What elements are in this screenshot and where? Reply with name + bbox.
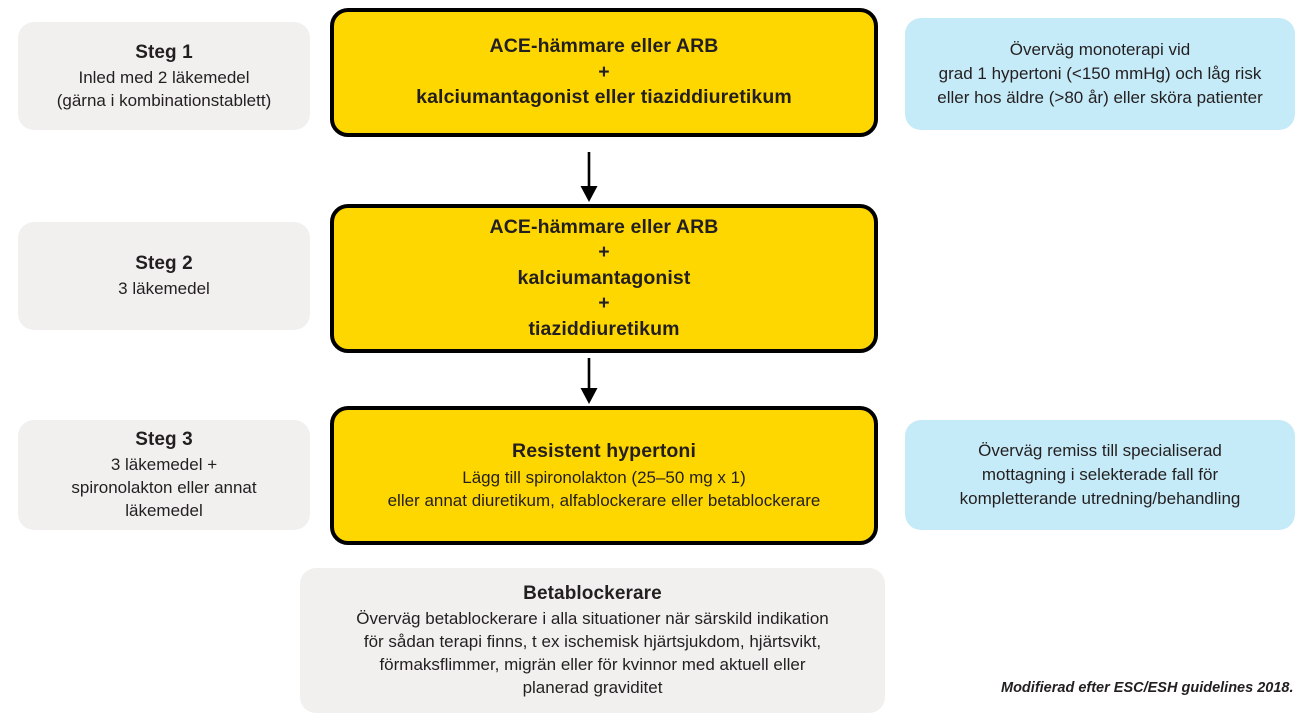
betablockerare-line-4: planerad graviditet — [522, 677, 663, 697]
note-2-line-3: kompletterande utredning/behandling — [959, 489, 1241, 509]
step-1-desc-line-1: Inled med 2 läkemedel — [78, 67, 250, 87]
treatment-1-line-2: + — [598, 60, 610, 83]
source-attribution: Modifierad efter ESC/ESH guidelines 2018… — [1001, 680, 1294, 696]
treatment-2-line-2: + — [598, 241, 610, 264]
note-1-line-3: eller hos äldre (>80 år) eller sköra pat… — [937, 88, 1263, 108]
treatment-2-line-5: tiaziddiuretikum — [528, 317, 680, 340]
down-arrow-icon — [570, 152, 610, 204]
treatment-1-card: ACE-hämmare eller ARB + kalciumantagonis… — [330, 8, 878, 137]
treatment-2-line-4: + — [598, 292, 610, 315]
betablockerare-line-2: för sådan terapi finns, t ex ischemisk h… — [363, 632, 822, 652]
treatment-2-card: ACE-hämmare eller ARB + kalciumantagonis… — [330, 204, 878, 353]
betablockerare-line-3: förmaksflimmer, migrän eller för kvinnor… — [379, 655, 806, 675]
treatment-1-line-3: kalciumantagonist eller tiaziddiuretikum — [416, 86, 792, 109]
step-1-card: Steg 1 Inled med 2 läkemedel (gärna i ko… — [18, 22, 310, 130]
step-1-label: Steg 1 — [135, 41, 193, 63]
step-3-desc-line-2: spironolakton eller annat — [71, 478, 257, 498]
down-arrow-icon — [570, 358, 610, 406]
note-2-line-1: Överväg remiss till specialiserad — [978, 440, 1222, 460]
note-2-card: Överväg remiss till specialiserad mottag… — [905, 420, 1295, 530]
betablockerare-heading: Betablockerare — [523, 583, 662, 605]
step-3-label: Steg 3 — [135, 429, 193, 451]
step-3-desc-line-3: läkemedel — [125, 501, 203, 520]
step-3-desc-line-1: 3 läkemedel + — [110, 455, 218, 475]
step-3-card: Steg 3 3 läkemedel + spironolakton eller… — [18, 420, 310, 530]
note-1-line-2: grad 1 hypertoni (<150 mmHg) och låg ris… — [938, 63, 1262, 83]
step-1-desc-line-2: (gärna i kombinationstablett) — [56, 90, 272, 110]
treatment-3-card: Resistent hypertoni Lägg till spironolak… — [330, 406, 878, 545]
treatment-1-line-1: ACE-hämmare eller ARB — [489, 35, 719, 58]
note-1-line-1: Överväg monoterapi vid — [1009, 39, 1191, 59]
treatment-3-line-2: eller annat diuretikum, alfablockerare e… — [387, 491, 821, 511]
treatment-3-heading: Resistent hypertoni — [512, 439, 696, 462]
note-2-line-2: mottagning i selekterade fall för — [981, 464, 1219, 484]
step-2-card: Steg 2 3 läkemedel — [18, 222, 310, 330]
betablockerare-line-1: Överväg betablockerare i alla situatione… — [356, 609, 829, 629]
treatment-2-line-1: ACE-hämmare eller ARB — [489, 216, 719, 239]
step-2-label: Steg 2 — [135, 252, 193, 274]
step-2-desc-line-1: 3 läkemedel — [118, 279, 210, 299]
betablockerare-card: Betablockerare Överväg betablockerare i … — [300, 568, 885, 713]
treatment-2-line-3: kalciumantagonist — [517, 266, 691, 289]
treatment-3-line-1: Lägg till spironolakton (25–50 mg x 1) — [462, 468, 746, 488]
note-1-card: Överväg monoterapi vid grad 1 hypertoni … — [905, 18, 1295, 130]
